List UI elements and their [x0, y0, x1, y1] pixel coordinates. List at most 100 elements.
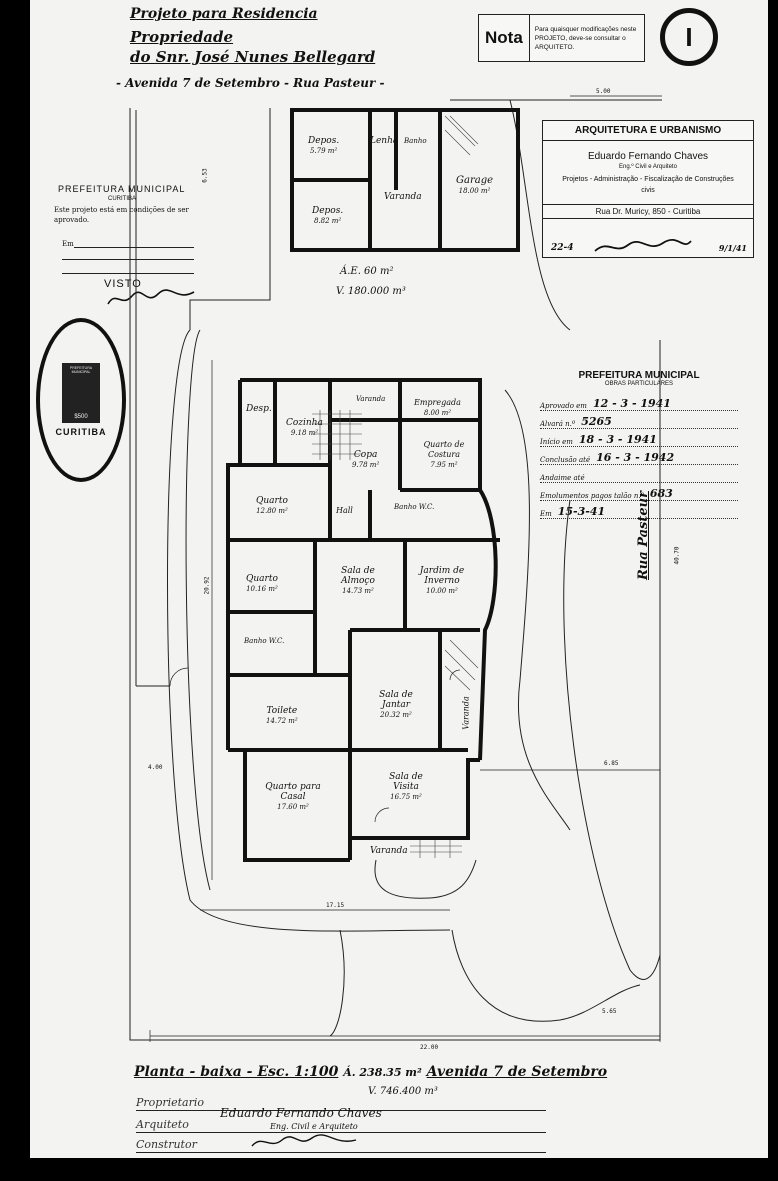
title-line-3: do Snr. José Nunes Bellegard — [130, 48, 376, 66]
room-hall: Hall — [336, 506, 353, 515]
nota-text: Para quaisquer modificações neste PROJET… — [534, 25, 637, 51]
street-rua-pasteur: Rua Pasteur — [636, 491, 651, 580]
blueprint-sheet: Projeto para Residencia Propriedade do S… — [30, 0, 768, 1158]
nota-box: Nota Para quaisquer modificações neste P… — [478, 14, 645, 62]
prefeitura-right-row-value: 18 - 3 - 1941 — [578, 433, 657, 446]
prefeitura-left-em: Em — [62, 240, 74, 248]
footer-label-architect: Arquiteto — [136, 1118, 189, 1131]
architect-address: Rua Dr. Muricy, 850 - Curitiba — [543, 204, 753, 219]
prefeitura-left-text: Este projeto está em condições de ser ap… — [54, 206, 189, 224]
prefeitura-right-box: PREFEITURA MUNICIPAL OBRAS PARTICULARES … — [534, 370, 744, 519]
prefeitura-right-row: Andaime até — [540, 465, 738, 483]
nota-label: Nota — [479, 15, 530, 61]
architect-name: Eduardo Fernando Chaves — [587, 151, 709, 162]
footer-title: Planta - baixa - Esc. 1:100 — [134, 1064, 339, 1080]
room-desp: Desp. — [246, 404, 272, 414]
dim-bottom: 22.00 — [420, 1044, 439, 1051]
annex-room-varanda: Varanda — [384, 192, 422, 202]
room-varanda-front: Varanda — [370, 846, 408, 856]
annex-note-volume: V. 180.000 m³ — [336, 286, 406, 297]
prefeitura-right-title: PREFEITURA MUNICIPAL — [578, 370, 700, 381]
dim-left: 4.00 — [148, 764, 163, 771]
architect-footer-right: 9/1/41 — [718, 243, 747, 253]
municipal-seal: PREFEITURA MUNICIPAL $500 CURITIBA — [36, 318, 126, 482]
architect-signature-scribble — [594, 238, 692, 252]
prefeitura-right-row-label: Andaime até — [540, 474, 585, 482]
prefeitura-left-title: PREFEITURA MUNICIPAL — [58, 184, 186, 194]
dim-d4: 5.65 — [602, 1008, 617, 1015]
prefeitura-right-row: Emolumentos pagos talão n.º 683 — [540, 483, 738, 501]
footer-area: Á. 238.35 m² — [343, 1066, 422, 1079]
room-varanda-top: Varanda — [356, 395, 386, 403]
architect-box: ARQUITETURA E URBANISMO Eduardo Fernando… — [542, 120, 754, 258]
annex-note-area: Á.E. 60 m² — [340, 266, 394, 277]
prefeitura-right-row-label: Início em — [540, 438, 573, 446]
title-line-2: Propriedade — [130, 28, 234, 46]
seal-city: CURITIBA — [55, 427, 107, 437]
room-varanda-side: Varanda — [461, 696, 471, 730]
annex-room-depos-2: Depos.8.82 m² — [312, 206, 344, 225]
visto-signature — [107, 289, 195, 305]
prefeitura-left-visto: VISTO — [104, 278, 142, 290]
dim-right: 6.85 — [604, 760, 619, 767]
prefeitura-right-row-value: 15-3-41 — [557, 505, 606, 518]
room-banho-2: Banho W.C. — [244, 637, 285, 645]
prefeitura-right-row: Aprovado em 12 - 3 - 1941 — [540, 393, 738, 411]
annex-room-banho: Banho — [404, 137, 427, 145]
prefeitura-left-subtitle: CURITIBA — [108, 196, 137, 202]
dim-d2: 40.70 — [673, 546, 681, 565]
prefeitura-right-row-label: Alvará n.º — [540, 420, 576, 428]
prefeitura-right-row-label: Emolumentos pagos talão n.º — [540, 492, 644, 500]
sheet-number: I — [685, 21, 693, 52]
prefeitura-right-subtitle: OBRAS PARTICULARES — [604, 381, 674, 387]
prefeitura-right-row: Conclusão até 16 - 3 - 1942 — [540, 447, 738, 465]
footer-label-builder: Construtor — [136, 1138, 197, 1151]
prefeitura-right-row: Alvará n.º 5265 — [540, 411, 738, 429]
footer-volume: V. 746.400 m³ — [368, 1086, 438, 1097]
footer-street: Avenida 7 de Setembro — [426, 1064, 608, 1080]
footer-plan-title: Planta - baixa - Esc. 1:100 Á. 238.35 m²… — [134, 1064, 607, 1080]
dim-top: 5.00 — [596, 88, 611, 95]
architect-footer-left: 22-4 — [551, 243, 574, 253]
floor-plan — [129, 95, 662, 1042]
footer-label-owner: Proprietario — [136, 1096, 204, 1109]
prefeitura-right-row-value: 12 - 3 - 1941 — [592, 397, 671, 410]
architect-services: Projetos - Administração - Fiscalização … — [562, 176, 734, 194]
seal-stamp-image: PREFEITURA MUNICIPAL $500 — [62, 363, 100, 423]
prefeitura-right-row-value: 683 — [649, 487, 673, 500]
prefeitura-right-row: Em 15-3-41 — [540, 501, 738, 519]
seal-inner-text: PREFEITURA MUNICIPAL — [69, 366, 93, 374]
prefeitura-right-row-value: 16 - 3 - 1942 — [596, 451, 675, 464]
sheet-number-circle: I — [660, 8, 718, 66]
prefeitura-right-row-label: Em — [540, 510, 552, 518]
seal-value: $500 — [74, 414, 88, 420]
room-banho-1: Banho W.C. — [394, 503, 435, 511]
builder-signature — [251, 1134, 357, 1147]
prefeitura-right-row: Início em 18 - 3 - 1941 — [540, 429, 738, 447]
annex-room-depos-1: Depos.5.79 m² — [308, 136, 340, 155]
annex-room-lenha: Lenha — [370, 136, 399, 146]
dim-d3: 6.53 — [201, 168, 209, 183]
title-line-1: Projeto para Residencia — [130, 6, 318, 22]
prefeitura-right-row-value: 5265 — [581, 415, 612, 428]
title-line-4: - Avenida 7 de Setembro - Rua Pasteur - — [116, 76, 385, 90]
prefeitura-right-row-label: Aprovado em — [540, 402, 587, 410]
prefeitura-right-row-label: Conclusão até — [540, 456, 591, 464]
dim-total: 17.15 — [326, 902, 345, 909]
footer-architect-title: Eng. Civil e Arquiteto — [270, 1122, 358, 1131]
architect-role: Eng.º Civil e Arquiteto — [619, 164, 677, 170]
architect-firm: ARQUITETURA E URBANISMO — [543, 121, 753, 141]
footer-architect-signature: Eduardo Fernando Chaves — [220, 1106, 382, 1120]
